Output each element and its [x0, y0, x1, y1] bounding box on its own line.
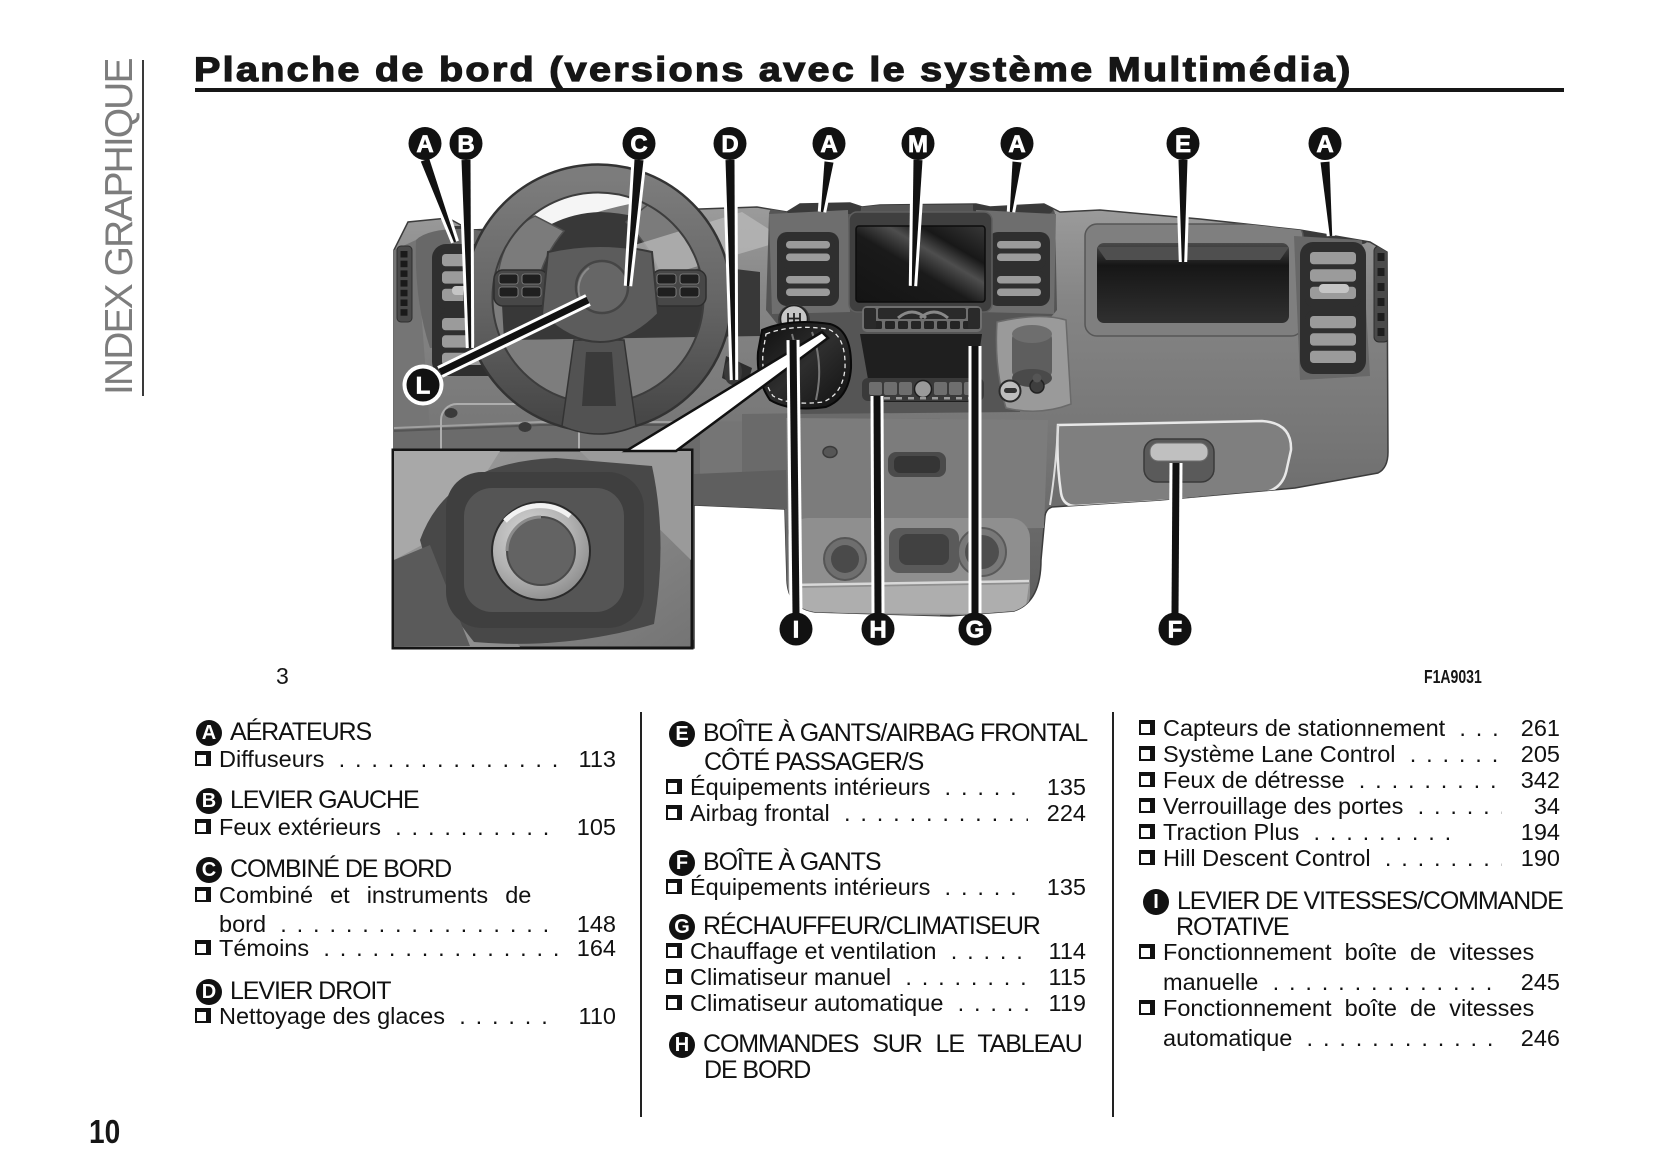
- svg-text:A: A: [416, 131, 433, 158]
- svg-text:L: L: [416, 373, 431, 400]
- svg-text:C: C: [630, 131, 647, 158]
- svg-text:E: E: [1175, 131, 1191, 158]
- svg-text:D: D: [721, 131, 738, 158]
- svg-text:H: H: [869, 617, 886, 644]
- svg-text:M: M: [908, 131, 928, 158]
- svg-text:F: F: [1168, 617, 1183, 644]
- svg-text:B: B: [457, 131, 474, 158]
- svg-text:A: A: [1316, 131, 1333, 158]
- svg-text:I: I: [793, 617, 800, 644]
- svg-text:A: A: [820, 131, 837, 158]
- svg-text:A: A: [1008, 131, 1025, 158]
- svg-text:G: G: [966, 617, 985, 644]
